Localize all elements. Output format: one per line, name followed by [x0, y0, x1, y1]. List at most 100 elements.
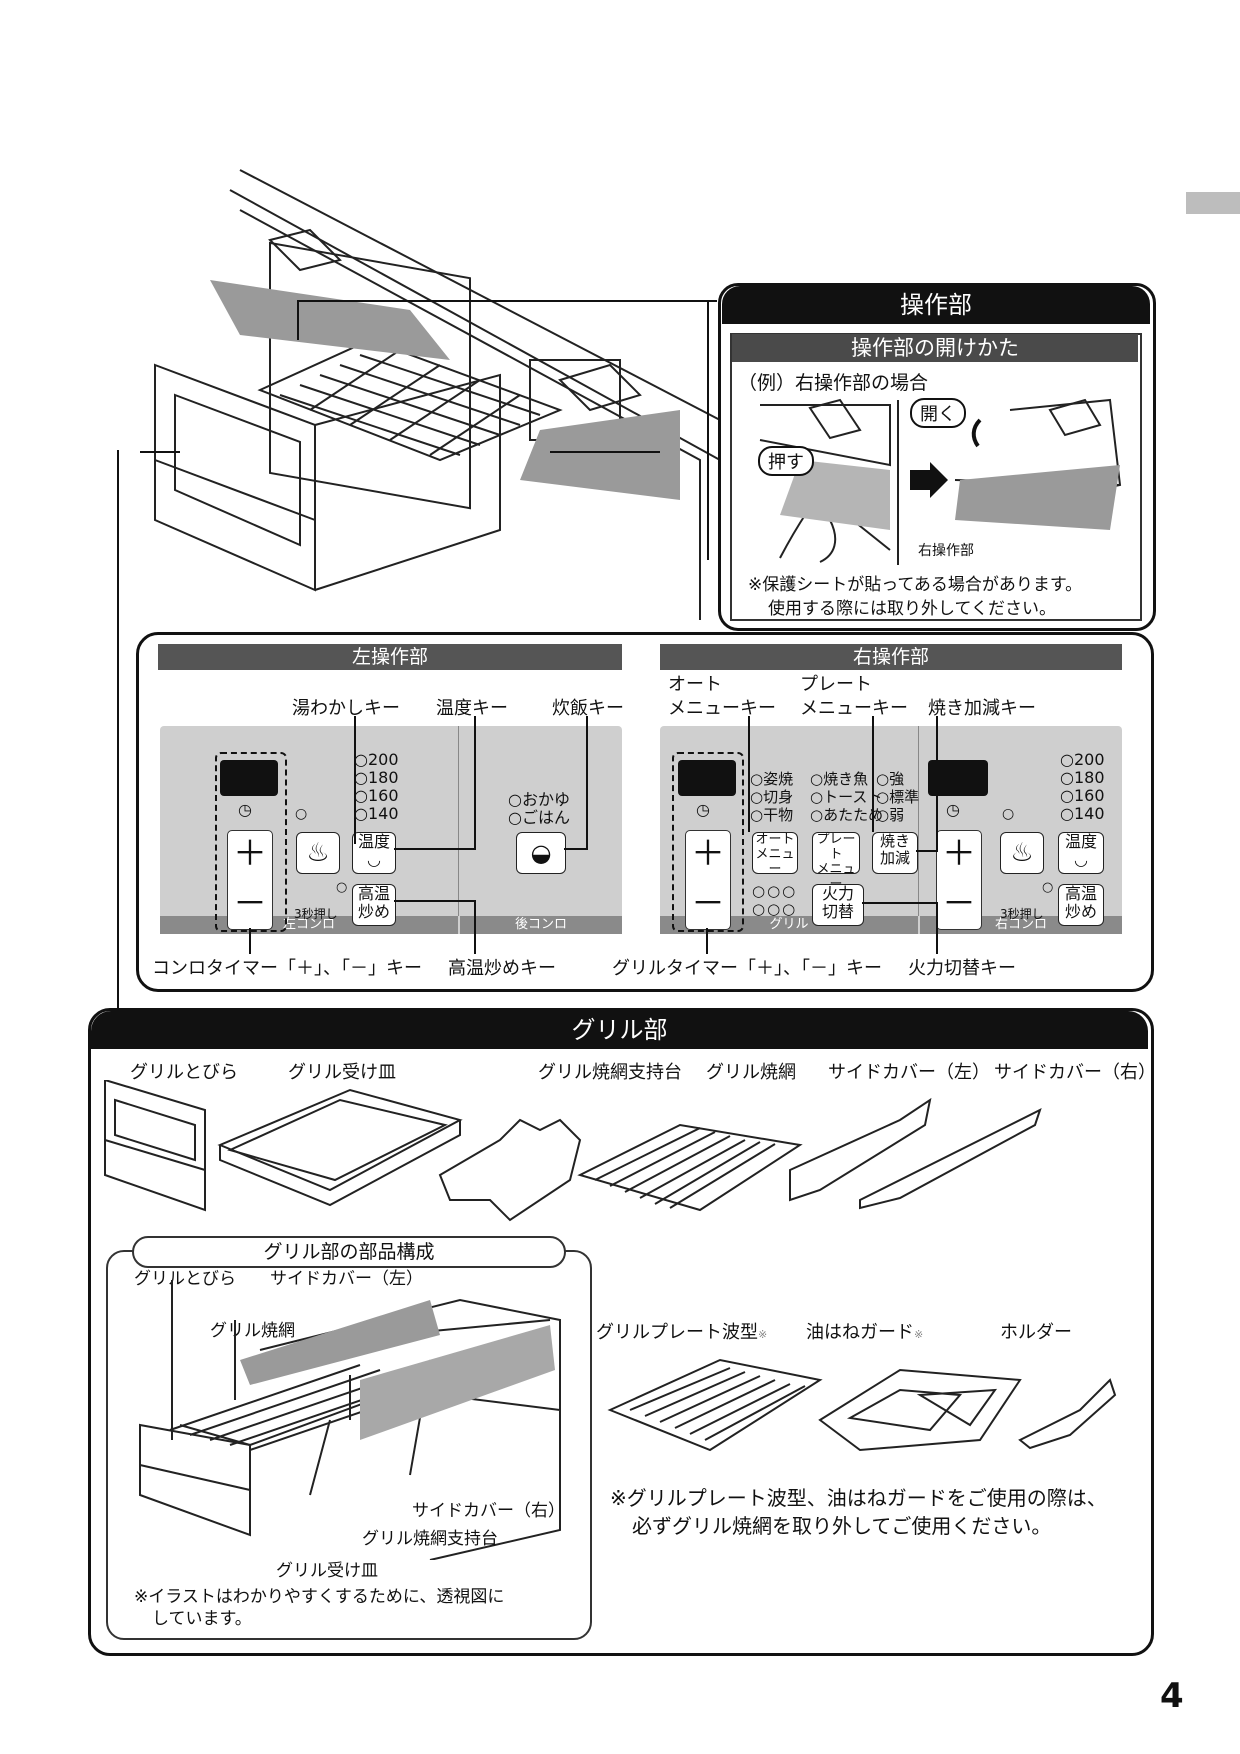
composition-title: グリル部の部品構成	[132, 1236, 566, 1268]
leader-line	[394, 848, 476, 850]
clock-icon: ◷	[946, 800, 960, 819]
plate-menu-key-label-2: メニューキー	[800, 698, 908, 719]
kettle-icon: ♨	[1010, 838, 1034, 868]
operation-title: 操作部	[722, 286, 1150, 324]
auto-btn-text-1: オート	[755, 832, 795, 847]
comp-label-net: グリル焼網	[210, 1321, 295, 1341]
rice-key[interactable]: ◒	[516, 832, 566, 874]
guard-label: 油はねガード※	[806, 1318, 923, 1344]
right-temp-180: ○180	[1060, 768, 1105, 787]
comp-note-1: ※イラストはわかりやすくするために、透視図に	[134, 1587, 505, 1607]
level-opt-strong: ○強	[876, 770, 905, 788]
comp-label-support: グリル焼網支持台	[362, 1529, 498, 1549]
kettle-key[interactable]: ♨	[296, 832, 340, 874]
indicator-lamp: ○	[295, 806, 308, 822]
leader-line	[872, 716, 874, 832]
right-stove-display	[928, 760, 988, 796]
auto-menu-key-label-1: オート	[668, 674, 722, 695]
panel-divider	[918, 726, 919, 916]
grill-level-key[interactable]: 焼き加減	[872, 832, 918, 874]
stove-illustration	[140, 169, 720, 620]
right-temp-key[interactable]: 温度◡	[1058, 832, 1104, 874]
comp-label-tray: グリル受け皿	[276, 1561, 378, 1581]
leader-line	[354, 716, 356, 844]
right-panel	[660, 726, 1122, 934]
grill-timer-keys[interactable]: ＋－	[685, 830, 731, 930]
right-hot-fry-key[interactable]: 高温炒め	[1058, 884, 1104, 926]
temp-180: ○180	[354, 768, 399, 787]
plate-btn-text-1: プレート	[816, 832, 856, 862]
hot-fry-key[interactable]: 高温炒め	[352, 884, 396, 926]
clock-icon: ◷	[696, 800, 710, 819]
grill-level-key-label: 焼き加減キー	[928, 698, 1036, 719]
hot-fry-text-1: 高温	[357, 884, 390, 903]
temp-160: ○160	[354, 786, 399, 805]
plus-icon: ＋	[942, 834, 976, 874]
right-hot-fry-text-2: 炒め	[1064, 902, 1097, 922]
composition-illustration	[139, 1280, 561, 1560]
fire-indicator-lamps: ○○○○○○	[752, 882, 798, 918]
minus-icon: －	[691, 884, 725, 924]
right-press-3-seconds: 3秒押し	[1000, 907, 1044, 921]
temp-key-label: 温度キー	[436, 698, 508, 719]
pot-icon: ◡	[367, 850, 381, 870]
guard-mark: ※	[914, 1328, 924, 1341]
option-note-2: 必ずグリル焼網を取り外してご使用ください。	[632, 1514, 1052, 1538]
comp-label-side-right: サイドカバー（右）	[412, 1501, 565, 1521]
rice-option-rice: ○ごはん	[508, 808, 570, 827]
leader-line	[916, 850, 938, 852]
clock-icon: ◷	[238, 800, 252, 819]
hot-fry-key-label: 高温炒めキー	[448, 958, 556, 979]
leader-line	[862, 902, 938, 904]
stove-timer-keys[interactable]: ＋－	[227, 830, 273, 930]
temp-200: ○200	[354, 750, 399, 769]
rice-option-porridge: ○おかゆ	[508, 790, 570, 809]
right-kettle-key[interactable]: ♨	[1000, 832, 1044, 874]
leader-line	[586, 716, 588, 848]
right-panel-title: 右操作部	[660, 644, 1122, 670]
rice-key-label: 炊飯キー	[552, 698, 624, 719]
auto-opt-dried: ○干物	[750, 806, 794, 824]
leader-line	[564, 848, 588, 850]
part-label-net: グリル焼網	[706, 1062, 796, 1083]
page-number: 4	[1160, 1676, 1184, 1716]
leader-line	[706, 928, 708, 954]
holder-label: ホルダー	[1000, 1322, 1072, 1343]
press-3-seconds: 3秒押し	[294, 907, 338, 921]
plate-label-text: グリルプレート波型	[596, 1322, 758, 1343]
fire-btn-text-2: 切替	[821, 902, 854, 922]
leader-line	[474, 716, 476, 848]
control-panel-box	[136, 632, 1154, 992]
grill-timer-display	[678, 760, 736, 796]
grill-section-title: グリル部	[91, 1011, 1148, 1049]
operation-example: （例）右操作部の場合	[738, 372, 929, 394]
plate-menu-key-label-1: プレート	[800, 674, 872, 695]
comp-label-door: グリルとびら	[134, 1269, 236, 1289]
indicator-lamp: ○	[1042, 880, 1054, 895]
temp-key-label-text: 温度	[357, 832, 390, 851]
stove-timer-label: コンロタイマー「＋」、「－」キー	[152, 958, 422, 979]
auto-opt-whole: ○姿焼	[750, 770, 794, 788]
auto-btn-text-2: メニュー	[755, 846, 795, 877]
plate-opt-warm: ○あたため	[810, 806, 884, 824]
minus-icon: －	[942, 884, 976, 924]
right-temp-140: ○140	[1060, 804, 1105, 823]
part-label-side-left: サイドカバー（左）	[828, 1062, 990, 1083]
temp-key[interactable]: 温度◡	[352, 832, 396, 874]
fire-switch-key[interactable]: 火力切替	[812, 884, 864, 926]
indicator-lamp: ○	[336, 880, 348, 895]
optional-parts-illustration	[607, 1358, 1117, 1452]
right-temp-200: ○200	[1060, 750, 1105, 769]
auto-menu-key[interactable]: オートメニュー	[752, 832, 798, 877]
guard-label-text: 油はねガード	[806, 1322, 914, 1343]
temp-140: ○140	[354, 804, 399, 823]
right-stove-timer-keys[interactable]: ＋－	[936, 830, 982, 930]
leader-line	[249, 928, 251, 954]
panel-divider	[458, 726, 459, 916]
comp-label-side-left: サイドカバー（左）	[270, 1269, 423, 1289]
operation-box	[718, 283, 1156, 631]
level-opt-weak: ○弱	[876, 806, 905, 824]
leader-line	[297, 300, 717, 302]
rice-bowl-icon: ◒	[530, 839, 552, 867]
